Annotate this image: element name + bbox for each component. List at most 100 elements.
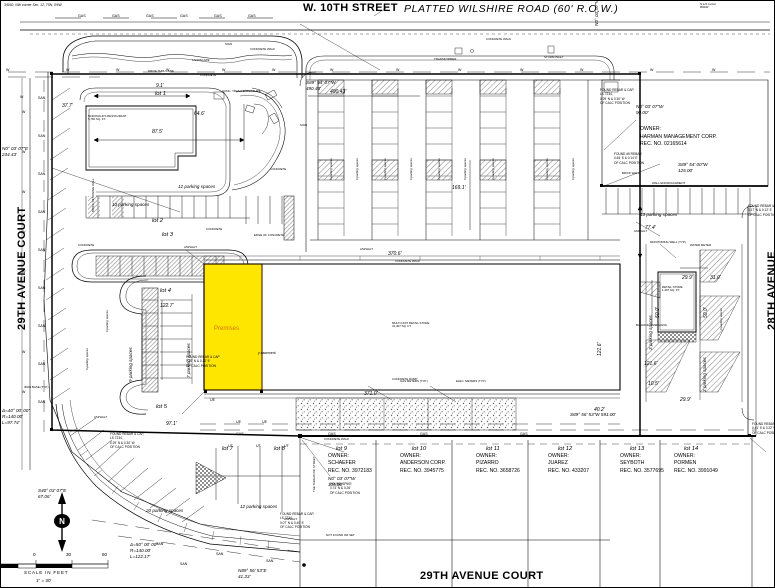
dimension-label: 50.0' <box>703 307 709 318</box>
water-line-label: W <box>650 68 654 72</box>
underground-electric-label: UE <box>210 398 215 402</box>
street-label-east: 28TH AVENUE <box>766 251 775 330</box>
parking-row-label: 9 parking spaces <box>329 158 333 180</box>
annotation-trash-enclosure: CONC. TRASH ENCLOSURE <box>222 89 261 93</box>
owner-name: PIZARRO <box>476 460 499 467</box>
building-label-retail-store: RETAIL STORE 1,497 SQ. FT. <box>662 285 683 293</box>
gas-line-label: GAS <box>78 14 86 18</box>
parking-label: 12 parking spaces <box>178 184 216 189</box>
owner-title: OWNER: <box>640 126 661 132</box>
annotation-storm-inlet: STORM INLET <box>544 55 564 59</box>
bearing-label: N0° 03' 07"E 234.43' <box>2 146 29 157</box>
water-line-label: W <box>22 310 26 314</box>
curve-data-block: Δ=40° 00' 00" R=140.00' L=97.74' <box>2 408 30 425</box>
annotation-concrete-walk: CONCRETE WALK <box>250 47 276 51</box>
scale-tick-60: 60 <box>102 552 108 557</box>
dimension-label: 77.4' <box>645 225 656 231</box>
water-line-label: W <box>712 68 716 72</box>
street-label-north: W. 10TH STREET <box>303 2 398 14</box>
water-line-label: W <box>22 110 26 114</box>
water-line-label: W <box>20 95 24 99</box>
monument-note: FOUND SPIKE 0.74' N & 0.26' OF CALC POSI… <box>330 482 360 495</box>
dimension-label: 37.7' <box>62 103 73 109</box>
sanitary-line-label: SAN <box>38 400 46 404</box>
owner-name: JUAREZ <box>548 460 568 467</box>
parking-row-label: 9 parking spaces <box>437 158 441 180</box>
annotation-asphalt: ASPHALT <box>360 247 373 251</box>
owner-rec-no: REC. NO. 3972183 <box>328 467 372 474</box>
gas-line-label: GAS <box>248 14 256 18</box>
dimension-label: 490.43' <box>330 89 347 95</box>
annotation-concrete-walk: CONCRETE WALK <box>395 259 421 263</box>
annotation-building-overhang: BUILDING OVERHANG <box>636 323 667 327</box>
monument-note: FOUND REBAR & CAP, LS 7234, 0.29' N & 0.… <box>110 432 145 449</box>
corner-note-left: 3/8/92, NW corner Sec. 12, T5N, R6W <box>4 3 62 7</box>
owner-rec-no: REC. NO. 3945775 <box>400 467 444 474</box>
sanitary-line-label: SAN <box>156 542 164 546</box>
water-line-label: W <box>222 68 226 72</box>
water-line-label: W <box>22 350 26 354</box>
annotation-concrete-walk: CONCRETE WALK <box>324 437 350 441</box>
street-label-platted-wilshire: PLATTED WILSHIRE ROAD (60' R.O.W.) <box>404 3 619 15</box>
parking-label: 10 parking spaces <box>112 202 150 207</box>
monument-note: FOUND REBAR & CAP 0.41' S & 0.22' W OF C… <box>752 422 775 435</box>
water-line-label: W <box>22 390 26 394</box>
bearing-label: S40° 03' 07"E 67.06' <box>38 488 67 499</box>
water-line-label: W <box>520 68 524 72</box>
annotation-landscape: LANDSCAPE <box>192 58 210 62</box>
sanitary-line-label: SAN <box>38 210 46 214</box>
dimension-label: 64.6' <box>194 111 205 117</box>
sanitary-line-label: SAN <box>38 324 46 328</box>
water-line-label: W <box>272 68 276 72</box>
dimension-label: 9.1' <box>156 83 164 89</box>
owner-title: OWNER: <box>620 452 641 459</box>
underground-electric-label: UE <box>262 420 267 424</box>
sanitary-line-label: SAN <box>38 134 46 138</box>
parking-row-label: 9 parking spaces <box>719 308 723 330</box>
sanitary-line-label: SAN <box>180 562 188 566</box>
sanitary-line-label: SAN <box>38 248 46 252</box>
svg-text:N: N <box>59 517 65 526</box>
premises-label: Premises <box>214 326 240 332</box>
owner-rec-no: REC. NO. 02165614 <box>640 141 687 148</box>
parking-row-label: 9 parking spaces <box>85 348 89 370</box>
lot-label-5: lot 5 <box>156 404 167 410</box>
lot-label-7: lot 7 <box>222 446 233 452</box>
gas-line-label: GAS <box>236 432 244 436</box>
curve-data-block: Δ=50° 00' 00" R=140.00' L=122.17' <box>130 542 158 559</box>
annotation-concrete-walk: CONCRETE WALK <box>486 37 512 41</box>
bearing-label: S89° 54' 07"W 490.43' <box>306 80 336 91</box>
dimension-label: 40.2' <box>594 407 605 413</box>
annotation-sign: SIGN <box>225 42 233 46</box>
annotation-concrete: CONCRETE <box>78 243 95 247</box>
street-label-south: 29TH AVENUE COURT <box>420 570 544 582</box>
owner-rec-no: REC. NO. 3658726 <box>476 467 520 474</box>
dimension-label: 169.1' <box>452 185 466 191</box>
parking-row-label: 9 parking spaces <box>383 158 387 180</box>
water-line-label: W <box>22 270 26 274</box>
annotation-asphalt: ASPHALT <box>94 415 107 419</box>
scale-tick-0: 0 <box>33 552 36 557</box>
water-line-label: W <box>330 68 334 72</box>
bearing-label: N0° 03' 07"W 90.00' <box>636 104 664 115</box>
dimension-label: 122.7' <box>160 303 174 309</box>
annotation-concrete: CONCRETE <box>200 73 217 77</box>
bearing-label: N0° 03' 07"W 90.00' <box>594 0 599 26</box>
bearing-label: S89° 56' 53"W 591.00' <box>570 412 616 417</box>
lot-label-8: lot 8 <box>274 446 285 452</box>
water-line-label: W <box>22 230 26 234</box>
lot-label-13: lot 13 <box>630 446 645 452</box>
owner-title: OWNER: <box>400 452 421 459</box>
gas-line-label: GAS <box>112 14 120 18</box>
owner-name: HARMAN MANAGEMENT CORP. <box>640 133 717 140</box>
lot-label-3: lot 3 <box>162 232 173 238</box>
annotation-edge-of-concrete: EDGE OF CONCRETE <box>254 233 285 237</box>
water-line-label: W <box>458 68 462 72</box>
parking-row-label: 9 parking spaces <box>491 158 495 180</box>
monument-note: FOUND REBAR & CAP, LS 7234, 0.29' N & 0.… <box>600 88 635 105</box>
owner-block-lot14: lot 14 OWNER: PORMEN REC. NO. 3991049 <box>674 446 718 476</box>
owner-name: ANDERSON CORP. <box>400 460 446 467</box>
owner-block-northeast: OWNER: HARMAN MANAGEMENT CORP. REC. NO. … <box>640 126 717 149</box>
